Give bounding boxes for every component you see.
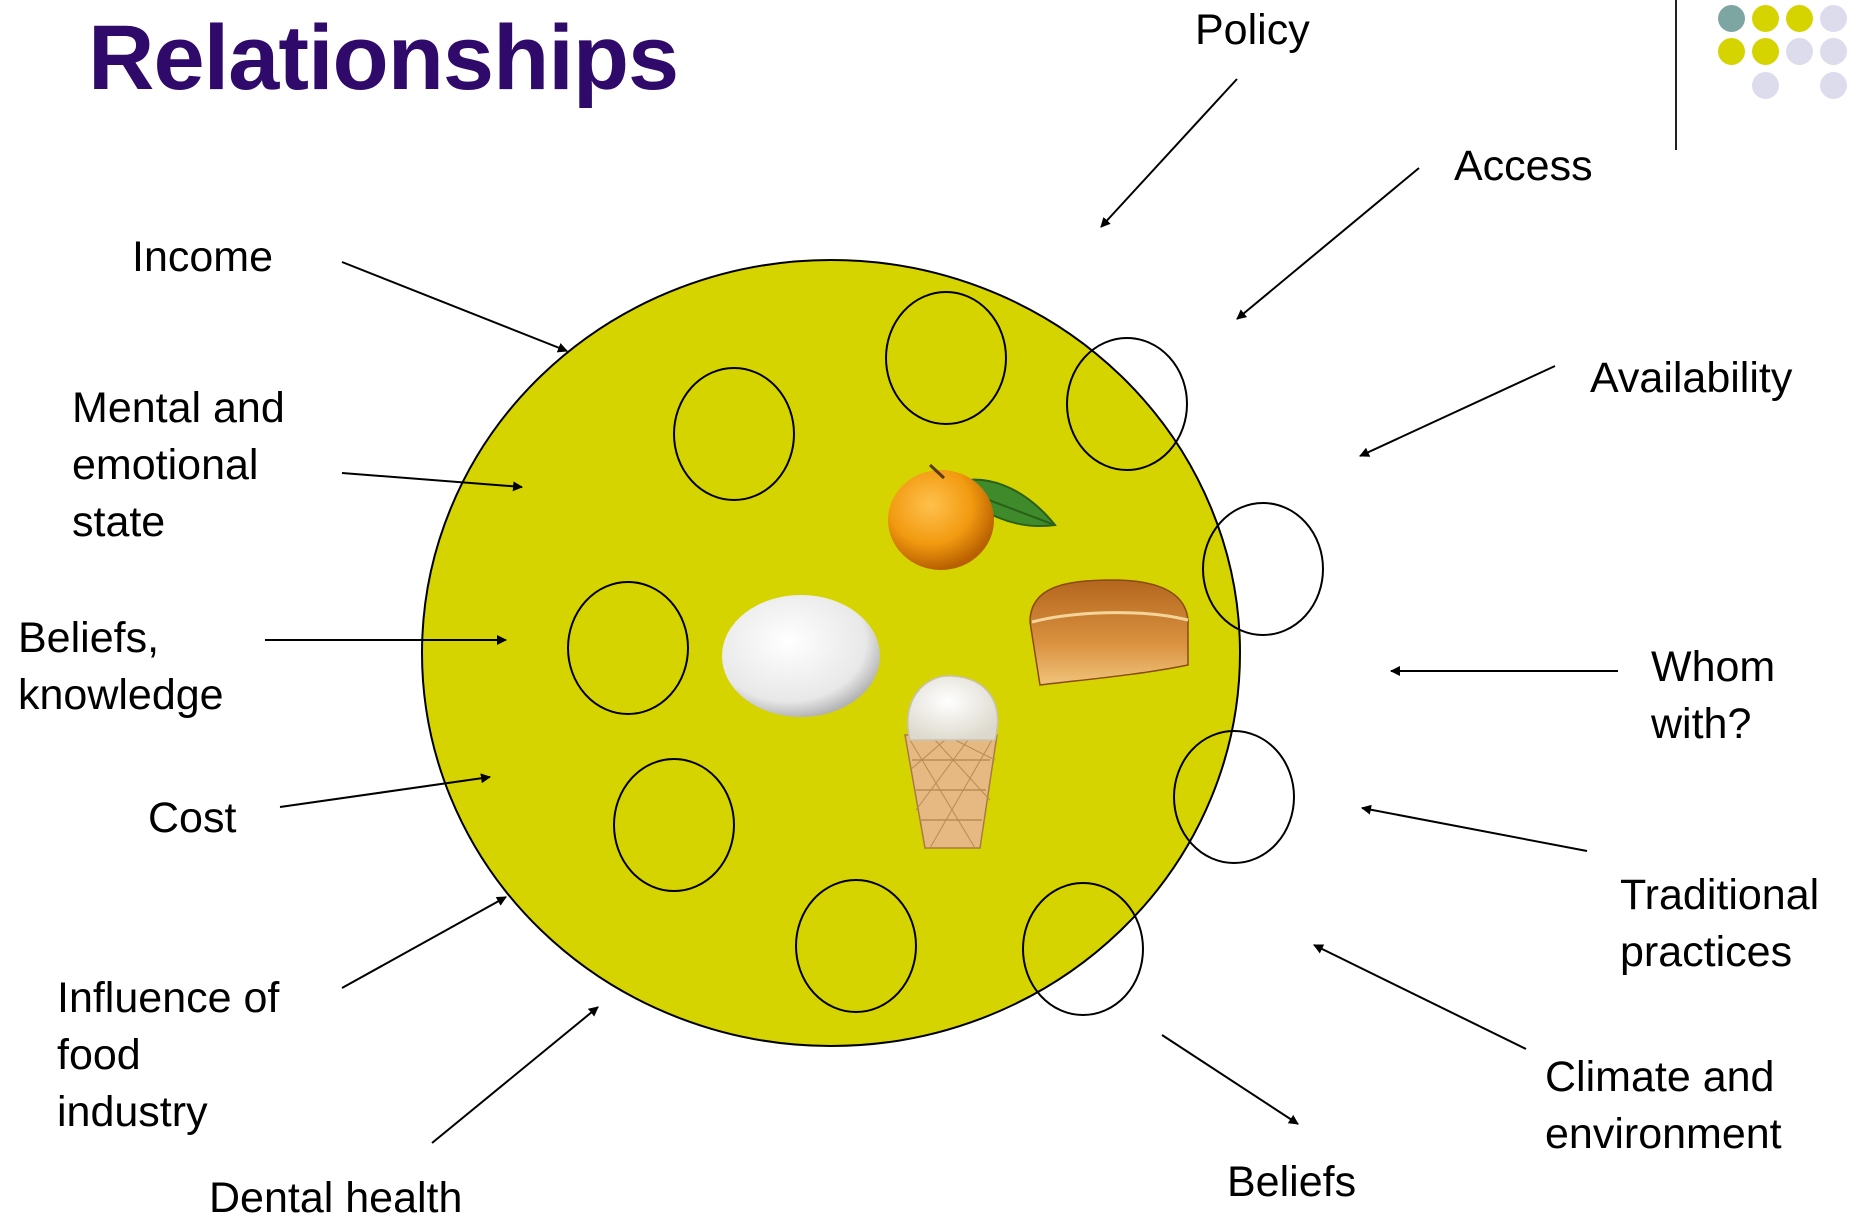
decor-dot xyxy=(1752,72,1779,99)
label-availability: Availability xyxy=(1590,354,1793,402)
label-line: Beliefs, xyxy=(18,614,160,662)
label-line: knowledge xyxy=(18,671,224,719)
plate-slot xyxy=(673,367,795,501)
decor-dot xyxy=(1752,38,1779,65)
plate-slot xyxy=(1066,337,1188,471)
arrow-access xyxy=(1236,167,1420,320)
plate-slot xyxy=(795,879,917,1013)
decor-dot xyxy=(1820,38,1847,65)
arrow-climate xyxy=(1313,944,1527,1050)
label-influence-food-industry: Influence of food industry xyxy=(57,970,279,1141)
bread-icon xyxy=(1029,579,1189,686)
label-beliefs: Beliefs xyxy=(1227,1158,1357,1206)
egg-icon xyxy=(722,595,880,717)
decor-dot xyxy=(1820,72,1847,99)
arrow-mental xyxy=(341,472,523,492)
plate-slot xyxy=(1202,502,1324,636)
label-line: Mental and xyxy=(72,384,285,432)
label-line: food xyxy=(57,1031,141,1079)
label-beliefs-knowledge: Beliefs, knowledge xyxy=(18,610,224,724)
label-line: Influence of xyxy=(57,974,280,1022)
plate-slot xyxy=(1022,882,1144,1016)
arrow-beliefs xyxy=(1161,1034,1299,1125)
arrow-cost xyxy=(279,773,491,808)
label-climate-environment: Climate and environment xyxy=(1545,1049,1782,1163)
label-traditional-practices: Traditional practices xyxy=(1620,867,1819,981)
label-cost: Cost xyxy=(148,794,237,842)
plate-slot xyxy=(1173,730,1295,864)
decor-dot xyxy=(1786,38,1813,65)
decor-dot xyxy=(1752,5,1779,32)
arrow-policy xyxy=(1100,78,1238,228)
label-policy: Policy xyxy=(1195,6,1310,54)
arrow-traditional xyxy=(1361,804,1588,852)
label-dental-health: Dental health xyxy=(209,1174,463,1222)
orange-icon xyxy=(888,463,1057,570)
decor-dot xyxy=(1786,5,1813,32)
plate-slot xyxy=(567,581,689,715)
arrow-influence xyxy=(341,896,507,989)
label-line: Traditional xyxy=(1620,871,1820,919)
plate-slot xyxy=(613,758,735,892)
label-line: Whom xyxy=(1651,643,1776,691)
label-line: industry xyxy=(57,1088,208,1136)
label-mental-emotional-state: Mental and emotional state xyxy=(72,380,285,551)
label-line: Climate and xyxy=(1545,1053,1775,1101)
label-line: state xyxy=(72,498,166,546)
arrow-availability xyxy=(1359,365,1556,457)
arrow-income xyxy=(341,261,568,353)
decor-dot xyxy=(1718,38,1745,65)
label-line: emotional xyxy=(72,441,259,489)
label-line: with? xyxy=(1651,700,1752,748)
decor-dot xyxy=(1718,5,1745,32)
label-line: environment xyxy=(1545,1110,1782,1158)
arrows xyxy=(265,78,1618,1144)
ice-cream-cone-icon xyxy=(904,675,999,849)
corner-divider xyxy=(1675,0,1677,150)
plate-slot xyxy=(885,291,1007,425)
plate-slots xyxy=(567,291,1324,1016)
decor-dot xyxy=(1820,5,1847,32)
label-line: practices xyxy=(1620,928,1793,976)
label-income: Income xyxy=(132,233,274,281)
label-access: Access xyxy=(1454,142,1593,190)
arrow-dental xyxy=(431,1006,599,1144)
page-title: Relationships xyxy=(88,7,679,109)
label-whom-with: Whom with? xyxy=(1651,639,1775,753)
